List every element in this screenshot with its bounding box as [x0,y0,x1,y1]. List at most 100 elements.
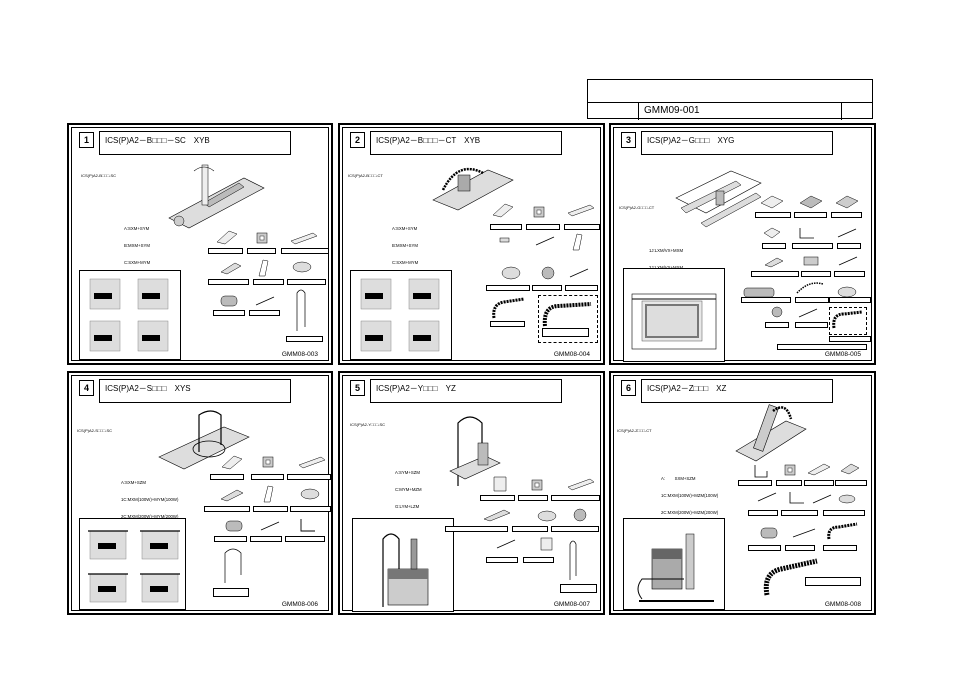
panel-number: 5 [350,380,365,396]
rail-part-image [807,463,831,476]
application-photo [79,270,181,360]
panel-heading: ICS(P)A2－Y□□□ YZ [376,384,456,393]
panel-drawing-number: GMM08-005 [824,351,861,358]
part-label-box [795,297,829,303]
panel-4: 4 ICS(P)A2－S□□□ XYS ICS(P)A2-S□□□-SC A:S… [67,371,333,615]
option-item: 2C:MXM(200W)+MZM(200W) [661,509,719,515]
bracket-part-image [760,195,784,209]
shaft-part-image [812,494,832,504]
option-item: C:SXM+MYM [124,259,151,265]
part-label-box [785,545,815,551]
model-code: ICS(P)A2-Z□□□-CT [617,428,652,433]
panel-drawing-number: GMM08-008 [824,601,861,608]
part-label-box [204,506,250,512]
panel-heading-box: ICS(P)A2－Z□□□ XZ [641,379,833,403]
part-label-box [213,310,245,316]
model-code: ICS(P)A2-G□□□-CT [619,205,655,210]
cable-part-image [569,540,577,580]
part-label-box [834,271,865,277]
angle-part-image [799,228,814,239]
panel-2: 2 ICS(P)A2－B□□□－CT XYB ICS(P)A2-B□□□-CT … [338,123,605,365]
model-code: ICS(P)A2-S□□□-SC [77,428,113,433]
part-label-box [253,506,288,512]
application-photo [623,268,725,362]
plate-part-image [263,485,274,503]
part-label-box [823,510,865,516]
cable-chain-image [763,558,818,596]
part-label-box [765,322,789,328]
cap-part-image [537,510,557,522]
option-item: A:SXM+SYM [124,226,150,232]
part-label-box [285,536,325,542]
part-label-box [251,474,284,480]
plate-part-image [572,233,583,251]
nut-part-image [784,464,796,476]
shaft-part-image [838,256,858,266]
part-label-box [290,506,331,512]
nut-part-image [533,206,545,218]
panel-5: 5 ICS(P)A2－Y□□□ YZ ICS(P)A2-Y□□□-SC A:SY… [338,371,605,615]
robot-assembly-image [735,404,807,462]
part-label-box [560,584,597,593]
panel-drawing-number: GMM08-007 [553,601,590,608]
part-label-box [286,336,323,342]
part-label-box [794,212,827,218]
cover-part-image [220,489,244,502]
option-item: 1C:MXM(100W)+MYM(100W) [121,496,179,502]
cable-part-image [224,548,242,583]
motor-part-image [220,295,238,307]
part-label-box [213,588,249,597]
model-code: ICS(P)A2-B□□□-CT [348,173,383,178]
part-label-box [801,271,831,277]
option-item: 1J:LXM/VX+MXM [649,248,684,254]
shaft-part-image [496,539,516,549]
block-part-image [840,463,860,475]
cover-part-image [220,262,242,275]
block-part-image [835,195,859,209]
application-photo [623,518,725,610]
option-item: A:SYM+SZM [395,470,420,476]
motor-part-image [760,527,778,539]
panel-heading: ICS(P)A2－B□□□－CT XYB [376,136,481,145]
panel-6: 6 ICS(P)A2－Z□□□ XZ ICS(P)A2-Z□□□-CT A: S… [609,371,876,615]
panel-number: 1 [79,132,94,148]
clip-part-image [499,237,510,243]
part-label-box [804,480,834,486]
part-label-box [523,557,554,563]
part-label-box [512,526,548,532]
part-label-box [253,279,284,285]
bracket-part-image [754,465,768,478]
model-code: ICS(P)A2-Y□□□-SC [350,422,386,427]
part-label-box [490,224,522,230]
application-photo [79,518,186,610]
panel-number: 2 [350,132,365,148]
panel-3: 3 ICS(P)A2－G□□□ XYG ICS(P)A2-G□□□-CT 1J:… [609,123,876,365]
angle-part-image [789,492,804,504]
panel-number: 4 [79,380,94,396]
cable-chain-image [832,310,863,329]
part-label-box [776,480,802,486]
part-label-box [486,557,518,563]
part-label-box [287,474,331,480]
part-label-box [208,248,243,254]
nut-part-image [256,232,268,244]
part-label-box [445,526,508,532]
cable-chain-detail-box [829,307,867,335]
motor-part-image [771,306,783,318]
shaft-part-image [569,268,589,278]
part-label-box [551,526,599,532]
part-label-box [755,212,791,218]
motor-part-image [225,520,243,532]
part-label-box [208,279,249,285]
cable-part-image [796,282,824,294]
panel-heading-box: ICS(P)A2－G□□□ XYG [641,131,833,155]
panel-drawing-number: GMM08-003 [281,351,318,358]
nut-part-image [531,479,543,491]
robot-assembly-image [449,416,501,486]
panel-heading: ICS(P)A2－S□□□ XYS [105,384,191,393]
part-label-box [792,243,833,249]
robot-assembly-image [168,164,265,229]
part-label-box [287,279,326,285]
plate-part-image [763,227,781,239]
model-code: ICS(P)A2-B□□□-SC [81,173,117,178]
